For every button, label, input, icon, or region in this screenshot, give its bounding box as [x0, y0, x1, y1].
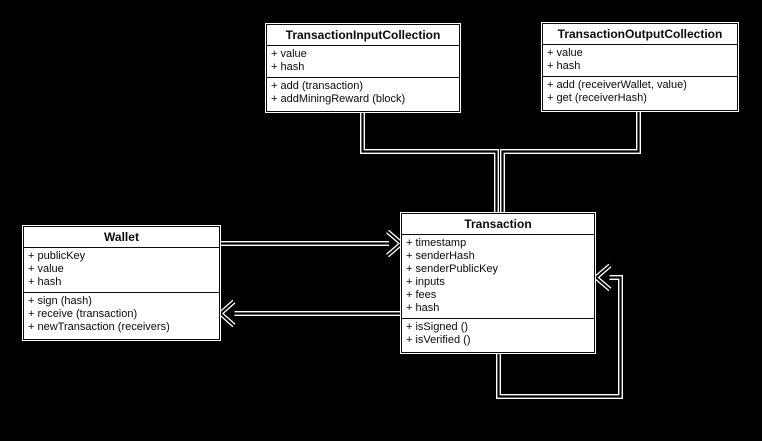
open-arrowhead-icon — [592, 263, 612, 292]
uml-member: + get (receiverHash) — [547, 92, 647, 104]
class-title: Wallet — [24, 227, 219, 248]
uml-member: + isSigned () — [406, 321, 469, 333]
uml-member: + newTransaction (receivers) — [28, 321, 170, 333]
uml-member: + fees — [406, 289, 437, 301]
edge-transaction-to-wallet — [217, 299, 405, 328]
uml-member: + timestamp — [406, 237, 467, 249]
uml-member: + hash — [271, 61, 305, 73]
class-box-transaction-output-collection: TransactionOutputCollection + value+ has… — [542, 23, 738, 111]
uml-member: + senderPublicKey — [406, 263, 499, 275]
uml-member: + senderHash — [406, 250, 475, 262]
open-arrowhead-icon — [386, 229, 406, 258]
uml-member: + add (receiverWallet, value) — [547, 79, 687, 91]
uml-member: + isVerified () — [406, 334, 471, 346]
edge-input-collection-to-transaction — [360, 100, 499, 218]
uml-member: + hash — [547, 60, 581, 72]
class-methods: + add (receiverWallet, value)+ get (rece… — [543, 77, 737, 110]
class-title: TransactionOutputCollection — [543, 24, 737, 45]
edge-wallet-to-transaction — [215, 229, 406, 258]
class-title: TransactionInputCollection — [267, 25, 459, 46]
class-methods: + sign (hash)+ receive (transaction)+ ne… — [24, 293, 219, 339]
class-box-wallet: Wallet + publicKey+ value+ hash + sign (… — [23, 226, 220, 340]
uml-member: + inputs — [406, 276, 445, 288]
uml-member: + add (transaction) — [271, 80, 364, 92]
uml-member: + hash — [406, 302, 440, 314]
class-title: Transaction — [402, 214, 594, 235]
uml-member: + receive (transaction) — [28, 308, 138, 320]
uml-member: + value — [28, 263, 64, 275]
uml-member: + publicKey — [28, 250, 86, 262]
class-attributes: + value+ hash — [267, 46, 459, 78]
uml-member: + sign (hash) — [28, 295, 92, 307]
class-box-transaction-input-collection: TransactionInputCollection + value+ hash… — [266, 24, 460, 112]
class-attributes: + timestamp+ senderHash+ senderPublicKey… — [402, 235, 594, 319]
class-methods: + add (transaction)+ addMiningReward (bl… — [267, 78, 459, 111]
uml-member: + hash — [28, 276, 62, 288]
edge-output-collection-to-transaction — [500, 100, 641, 218]
class-attributes: + value+ hash — [543, 45, 737, 77]
uml-member: + value — [271, 48, 307, 60]
class-attributes: + publicKey+ value+ hash — [24, 248, 219, 293]
uml-member: + value — [547, 47, 583, 59]
open-arrowhead-icon — [217, 299, 236, 328]
class-methods: + isSigned ()+ isVerified () — [402, 319, 594, 352]
class-box-transaction: Transaction + timestamp+ senderHash+ sen… — [401, 213, 595, 353]
uml-member: + addMiningReward (block) — [271, 93, 406, 105]
edge-transaction-self-loop — [496, 263, 623, 399]
